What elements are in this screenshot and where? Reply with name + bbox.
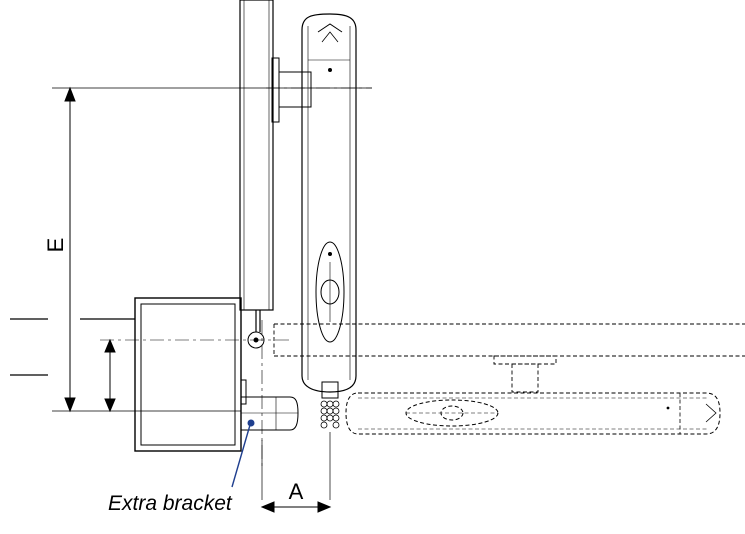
reference-lines xyxy=(10,318,135,376)
dimension-a xyxy=(260,432,332,513)
dimension-a-label: A xyxy=(289,479,304,504)
linkage-coupling xyxy=(320,400,340,429)
mounting-plate xyxy=(271,57,312,123)
door-frame xyxy=(239,0,274,332)
closer-arm-vertical xyxy=(301,13,357,399)
closer-body-bracket xyxy=(134,297,242,452)
extra-bracket xyxy=(240,379,299,431)
dimension-e xyxy=(52,86,372,413)
dimension-secondary xyxy=(104,338,116,413)
door-leaf-dashed xyxy=(273,323,745,393)
extra-bracket-label: Extra bracket xyxy=(108,492,233,515)
dimension-e-label: E xyxy=(43,238,68,253)
extra-bracket-leader xyxy=(231,419,255,488)
closer-arm-horizontal xyxy=(345,392,721,435)
